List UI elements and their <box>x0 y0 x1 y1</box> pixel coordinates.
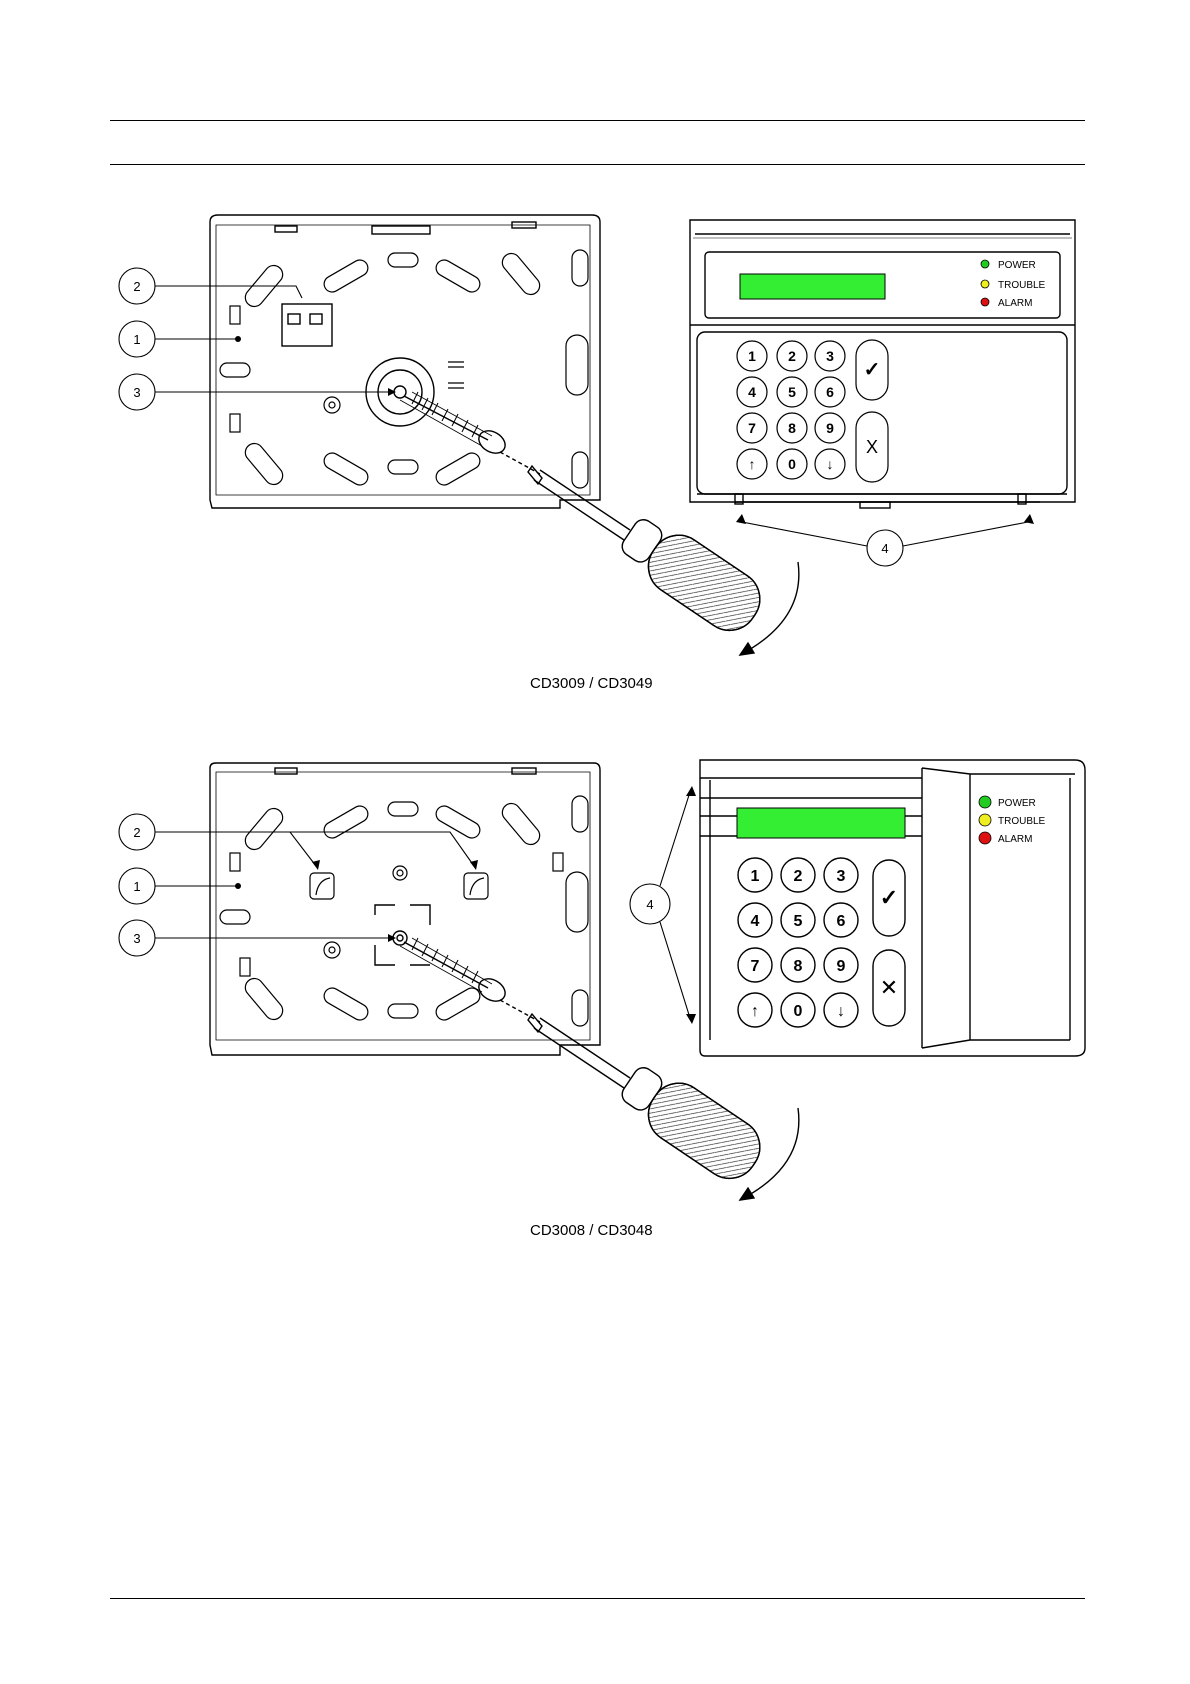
svg-text:2: 2 <box>794 868 803 885</box>
svg-text:3: 3 <box>826 348 834 364</box>
led-alarm: ALARM <box>981 298 1032 309</box>
svg-text:8: 8 <box>788 420 796 436</box>
svg-text:✓: ✓ <box>880 885 898 910</box>
svg-text:7: 7 <box>748 420 756 436</box>
callout-4: 4 <box>881 541 888 556</box>
svg-text:7: 7 <box>751 958 760 975</box>
led-trouble-label: TROUBLE <box>998 816 1046 827</box>
callout-3: 3 <box>133 931 140 946</box>
figure-cd3009: POWER TROUBLE ALARM 1 2 3 4 5 6 7 8 9 ↑ … <box>0 0 1190 720</box>
figure-caption-1: CD3009 / CD3049 <box>530 675 653 692</box>
led-alarm-label: ALARM <box>998 298 1032 309</box>
callout-4: 4 <box>646 897 653 912</box>
base-plate <box>210 763 600 1055</box>
svg-text:↓: ↓ <box>837 1003 845 1020</box>
svg-text:3: 3 <box>837 868 846 885</box>
led-trouble-label: TROUBLE <box>998 280 1046 291</box>
footer-rule <box>110 1598 1085 1599</box>
figure-caption-2: CD3008 / CD3048 <box>530 1222 653 1239</box>
callout-2: 2 <box>133 279 140 294</box>
svg-text:4: 4 <box>748 384 756 400</box>
base-plate <box>210 215 600 508</box>
svg-text:0: 0 <box>788 456 796 472</box>
lcd-display <box>740 274 885 299</box>
led-power: POWER <box>979 796 1036 809</box>
svg-text:8: 8 <box>794 958 803 975</box>
led-alarm-label: ALARM <box>998 834 1032 845</box>
svg-text:↓: ↓ <box>827 456 834 472</box>
led-trouble: TROUBLE <box>981 280 1046 291</box>
svg-text:✓: ✓ <box>864 359 881 381</box>
svg-text:5: 5 <box>788 384 796 400</box>
svg-text:1: 1 <box>751 868 760 885</box>
led-alarm: ALARM <box>979 832 1032 845</box>
lcd-display <box>737 808 905 838</box>
svg-text:9: 9 <box>826 420 834 436</box>
svg-text:↑: ↑ <box>751 1003 759 1020</box>
led-power: POWER <box>981 260 1036 271</box>
callout-1: 1 <box>133 879 140 894</box>
svg-text:6: 6 <box>837 913 846 930</box>
keypad-keys <box>738 858 905 1027</box>
svg-text:✕: ✕ <box>880 975 898 1000</box>
led-power-label: POWER <box>998 260 1036 271</box>
callout-3: 3 <box>133 385 140 400</box>
svg-text:2: 2 <box>788 348 796 364</box>
svg-text:4: 4 <box>751 913 760 930</box>
callout-1: 1 <box>133 332 140 347</box>
svg-text:6: 6 <box>826 384 834 400</box>
svg-text:0: 0 <box>794 1003 803 1020</box>
led-trouble: TROUBLE <box>979 814 1046 827</box>
svg-text:X: X <box>866 437 878 457</box>
svg-text:↑: ↑ <box>749 456 756 472</box>
svg-text:9: 9 <box>837 958 846 975</box>
svg-text:5: 5 <box>794 913 803 930</box>
svg-text:1: 1 <box>748 348 756 364</box>
callout-2: 2 <box>133 825 140 840</box>
led-power-label: POWER <box>998 798 1036 809</box>
figure-cd3008: POWER TROUBLE ALARM 1 2 3 4 5 6 7 8 9 ↑ … <box>0 730 1190 1250</box>
